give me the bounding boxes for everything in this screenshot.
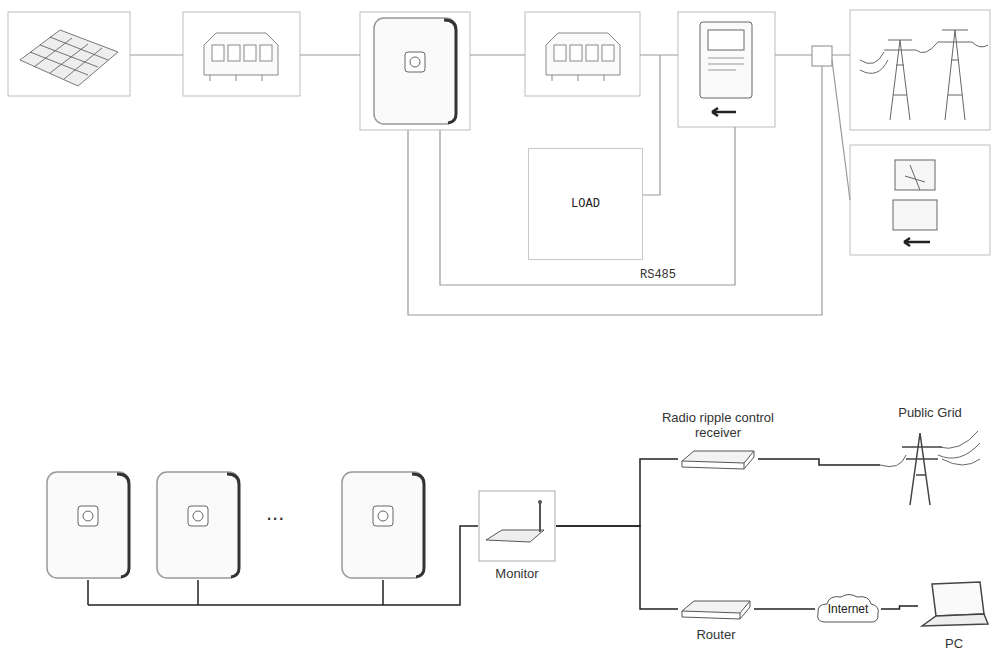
receiver-node: Radio ripple control receiver (678, 445, 758, 473)
connector-line (758, 459, 880, 465)
laptop-icon (918, 580, 990, 632)
connector-line (754, 608, 815, 610)
router-node: Router (678, 595, 754, 623)
dc-breaker (204, 33, 278, 81)
connector (758, 459, 880, 465)
inverter-icon (157, 472, 239, 578)
inverter-icon (47, 472, 129, 578)
node-text: LOAD (571, 197, 600, 211)
connector (754, 609, 815, 610)
meter-box (893, 160, 937, 246)
inverter-icon (374, 18, 456, 124)
monitor-node: Monitor (478, 490, 556, 562)
load-box: LOAD (528, 148, 643, 260)
connector-line (881, 606, 918, 609)
meter-arrow (712, 108, 736, 116)
monitor-icon (478, 490, 556, 562)
device-label: Radio ripple control receiver (658, 410, 778, 440)
solar-panel (20, 30, 118, 86)
power-wires (130, 55, 850, 315)
connector (556, 459, 678, 526)
ellipsis-mark: ... (266, 500, 284, 526)
inverter-icon (342, 472, 424, 578)
grid-towers (860, 30, 988, 120)
device-label: Monitor (495, 566, 538, 581)
router-icon (678, 595, 754, 623)
junction-box (812, 46, 832, 66)
connector (881, 606, 918, 609)
tower-node: Public Grid (880, 425, 980, 505)
bus-label: RS485 (640, 268, 676, 282)
laptop-node: PC (918, 580, 990, 632)
device-label: Public Grid (898, 405, 962, 420)
ac-breaker (546, 33, 620, 81)
device-label: PC (945, 636, 963, 651)
energy-meter (700, 22, 752, 98)
node-text: Internet (828, 602, 869, 616)
receiver-icon (678, 445, 758, 473)
connector-line (556, 459, 678, 526)
device-label: Router (696, 627, 735, 642)
connector (556, 526, 678, 609)
connector-line (556, 526, 678, 609)
cloud-node: Internet (815, 592, 881, 626)
tower-icon (880, 425, 980, 505)
rs485-bus (88, 526, 478, 605)
